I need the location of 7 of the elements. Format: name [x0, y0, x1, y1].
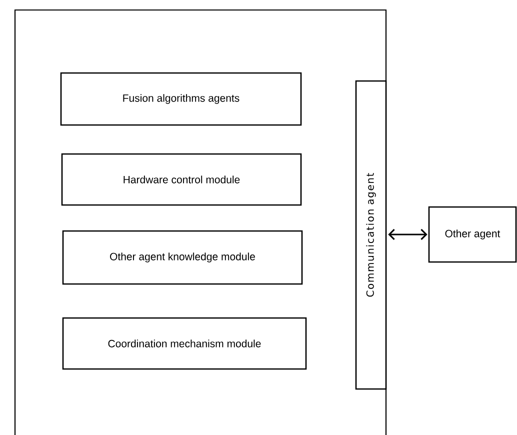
- module-box: Other agent: [428, 206, 517, 263]
- module-box: Other agent knowledge module: [62, 230, 303, 285]
- module-box: Fusion algorithms agents: [60, 72, 302, 126]
- vertical-box: Communication agent: [355, 80, 387, 390]
- module-box: Hardware control module: [61, 153, 302, 206]
- module-box: Coordination mechanism module: [62, 317, 307, 370]
- arrow: [388, 228, 428, 240]
